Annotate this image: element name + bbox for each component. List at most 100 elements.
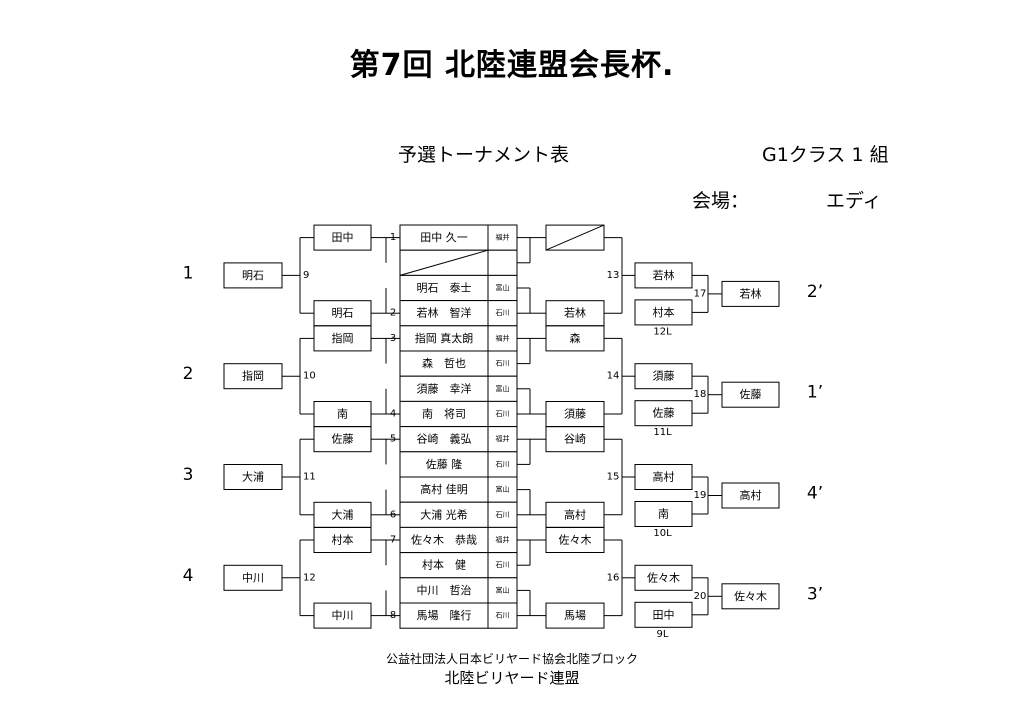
roster-cell [399, 375, 489, 402]
match-number-label: 5 [390, 434, 396, 445]
left-round2-player: 明石 [242, 269, 264, 282]
match-number-label: 15 [607, 472, 620, 483]
right-round1-player: 若林 [564, 306, 586, 320]
final-box [721, 381, 780, 408]
right-round1-player: 佐々木 [559, 533, 592, 547]
roster-region: 石川 [496, 460, 510, 468]
right-round2-loser-player: 南 [658, 508, 669, 521]
seed-number: 4 [183, 566, 194, 586]
match-number-label: 19 [694, 490, 707, 501]
final-player: 高村 [740, 488, 762, 502]
right-round1-box [545, 527, 605, 553]
match-number-label: 6 [390, 509, 396, 520]
roster-cell [399, 501, 489, 528]
roster-region-cell [487, 249, 518, 276]
match-number-label: 18 [694, 389, 707, 400]
left-round2-box [223, 464, 283, 490]
right-round2-player: 須藤 [653, 370, 675, 383]
roster-player-name: 須藤 幸洋 [417, 381, 472, 395]
right-round2-player: 若林 [653, 268, 675, 282]
seed-number: 3’ [807, 584, 823, 604]
seed-number: 1’ [807, 383, 823, 403]
match-number-label: 10 [303, 371, 316, 382]
left-round2-player: 大浦 [242, 470, 264, 484]
right-round2-player: 高村 [653, 470, 675, 484]
roster-cell [399, 325, 489, 352]
right-round1-player: 馬場 [564, 609, 586, 622]
roster-player-name: 谷崎 義弘 [417, 432, 472, 446]
match-number-label: 17 [694, 288, 707, 299]
roster-region: 富山 [496, 283, 510, 292]
right-round2-loser-player: 村本 [653, 305, 675, 319]
seed-number: 2 [183, 364, 194, 384]
left-round2-player: 指岡 [242, 369, 264, 383]
roster-player-name: 佐藤 隆 [426, 457, 463, 471]
match-number-label: 8 [390, 610, 396, 621]
left-round1-player: 佐藤 [332, 432, 354, 446]
footer-organization: 公益社団法人日本ビリヤード協会北陸ブロック [385, 652, 638, 666]
roster-region: 福井 [496, 333, 510, 342]
match-number-label: 12 [303, 572, 316, 583]
roster-player-name: 馬場 隆行 [417, 608, 472, 622]
left-round1-player: 田中 [332, 231, 354, 244]
roster-region: 石川 [496, 511, 510, 519]
right-round2-loser-player: 田中 [653, 608, 675, 621]
left-round2-box [223, 363, 283, 390]
right-round1-player: 高村 [564, 507, 586, 521]
seed-number: 4’ [807, 484, 823, 504]
roster-region-cell [487, 375, 518, 402]
left-round1-player: 明石 [332, 307, 354, 320]
final-player: 若林 [740, 286, 762, 300]
seed-number: 1 [183, 263, 194, 283]
roster-player-name: 南 将司 [422, 408, 466, 421]
right-round1-box [545, 501, 605, 528]
roster-player-name: 森 哲也 [422, 356, 466, 370]
left-round1-box [313, 527, 372, 553]
class-label: G1クラス 1 組 [762, 144, 889, 166]
match-number-label: 4 [390, 409, 396, 420]
left-round1-box [313, 401, 372, 427]
footer-league: 北陸ビリヤード連盟 [444, 669, 580, 687]
roster-player-name: 中川 哲治 [417, 583, 472, 597]
final-player: 佐々木 [734, 589, 767, 603]
roster-region: 石川 [496, 561, 510, 569]
final-player: 佐藤 [740, 387, 762, 401]
roster-player-name: 指岡 真太朗 [415, 331, 474, 345]
right-round1-box [545, 325, 605, 352]
left-round1-player: 南 [337, 408, 348, 421]
roster-player-name: 明石 泰士 [417, 281, 472, 295]
loser-source-label: 11L [653, 427, 672, 438]
match-number-label: 20 [694, 591, 707, 602]
right-round2-loser-player: 佐藤 [653, 406, 675, 420]
roster-player-name: 田中 久一 [420, 231, 468, 244]
roster-player-name: 大浦 光希 [420, 507, 468, 521]
seed-number: 2’ [807, 282, 823, 302]
roster-region-cell [487, 350, 518, 377]
roster-region: 富山 [496, 585, 510, 594]
venue-name: エディ [826, 190, 882, 212]
roster-player-name: 若林 智洋 [417, 306, 472, 320]
match-number-label: 16 [607, 572, 620, 583]
right-round1-box [545, 426, 605, 453]
final-box [721, 280, 780, 307]
right-round2-loser-box [634, 299, 693, 326]
right-round1-player: 谷崎 [564, 432, 586, 446]
roster-region-cell [487, 325, 518, 352]
roster-region: 石川 [496, 360, 510, 368]
left-round1-player: 指岡 [332, 331, 354, 345]
right-round2-box [634, 564, 693, 591]
bye-slash [399, 249, 489, 276]
left-round2-player: 中川 [242, 571, 264, 584]
match-number-label: 1 [390, 232, 396, 243]
left-round2-box [223, 564, 283, 591]
roster-cell [399, 577, 489, 604]
roster-player-name: 佐々木 恭哉 [411, 533, 477, 547]
right-round1-player: 須藤 [564, 408, 586, 421]
match-number-label: 14 [607, 371, 620, 382]
bracket-subtitle: 予選トーナメント表 [398, 144, 570, 166]
roster-player-name: 高村 佳明 [420, 482, 468, 496]
right-round2-box [634, 363, 693, 390]
roster-region: 富山 [496, 485, 510, 494]
right-round2-player: 佐々木 [647, 570, 680, 584]
